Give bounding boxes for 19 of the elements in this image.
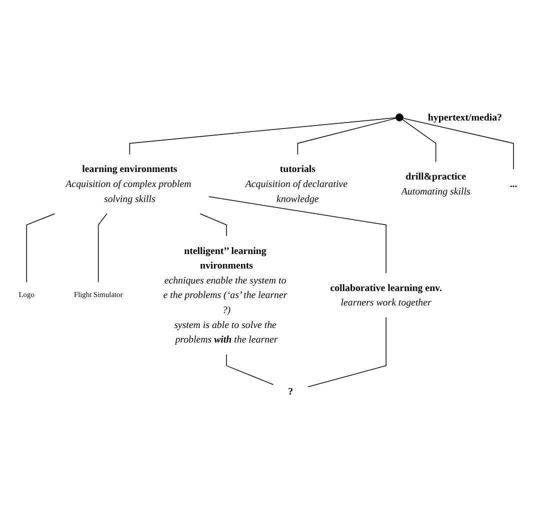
- node-text: drill&practice Automating skills: [401, 171, 470, 197]
- node-text: learning environments Acquisition of complex problem solving skills: [66, 164, 192, 204]
- connector: [129, 117, 396, 155]
- connector: [200, 213, 227, 236]
- connector: [297, 118, 396, 155]
- node-text: tutorials Acquisition of declarative knowledge: [245, 164, 348, 204]
- node-text: ?: [288, 386, 294, 398]
- connector: [307, 317, 386, 388]
- node-text: ntelligent’’ learning nvironments echniques enable the system to e the problems (‘as’ the learner ?) system is able to solve the problems with the learner: [163, 245, 288, 346]
- node-text: collaborative learning env. learners work together: [330, 282, 442, 308]
- node-text: ...: [510, 178, 518, 190]
- node-text: hypertext/media?: [428, 112, 502, 123]
- connector: [402, 118, 514, 170]
- connector: [26, 213, 56, 283]
- connector: [98, 213, 108, 283]
- connector: [226, 354, 274, 385]
- node-point: [396, 113, 404, 122]
- connector: [208, 196, 386, 274]
- connector: [402, 119, 436, 162]
